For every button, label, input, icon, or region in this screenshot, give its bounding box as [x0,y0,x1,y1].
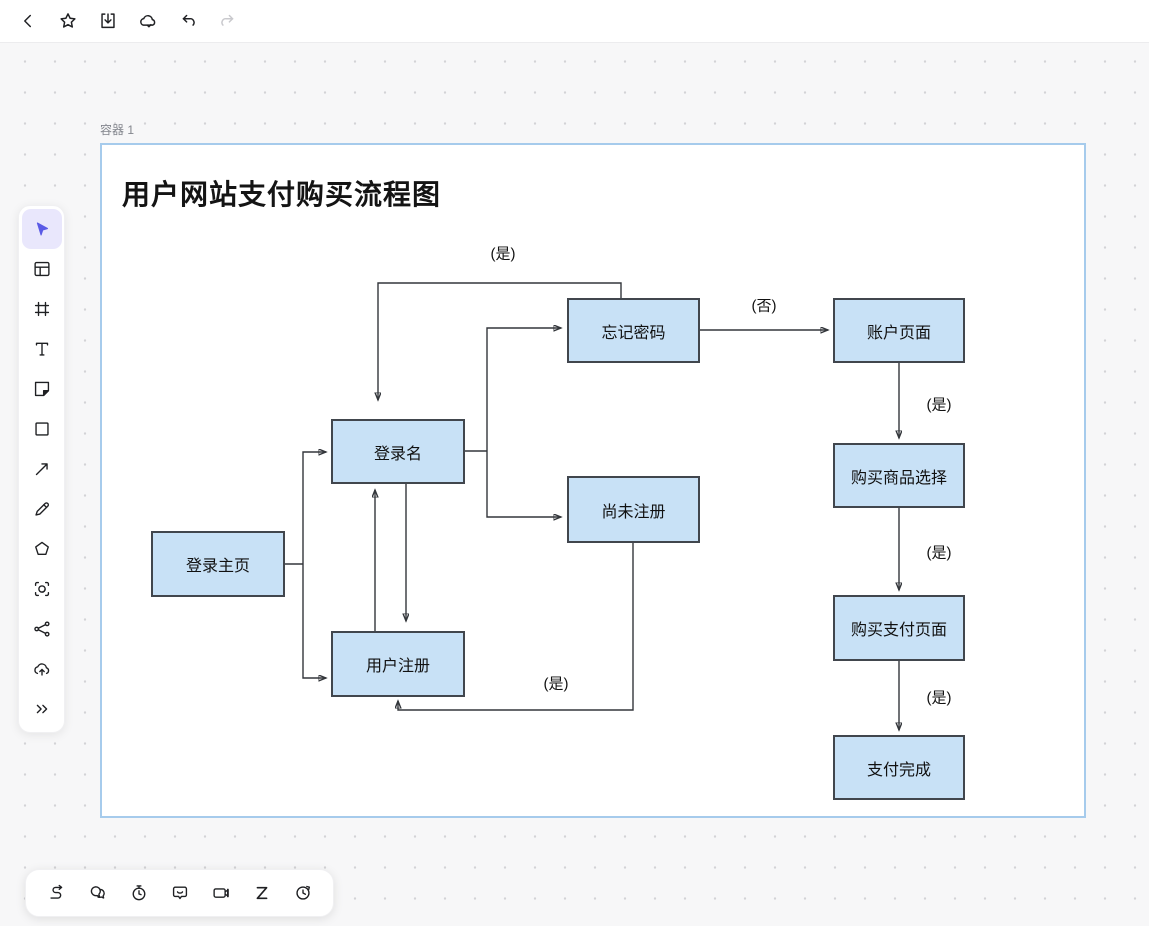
favorite-button[interactable] [48,1,88,41]
flow-node-payment-page[interactable]: 购买支付页面 [833,595,965,661]
cloud-sync-button[interactable] [128,1,168,41]
flow-node-forgot-password[interactable]: 忘记密码 [567,298,700,363]
shape-rectangle-icon [34,422,49,436]
capture-tool-button[interactable] [22,569,62,609]
pen-tool-button[interactable] [22,489,62,529]
frame-tool-button[interactable] [22,289,62,329]
edge-label-yes-account[interactable]: (是) [926,396,952,414]
save-download-icon [101,13,115,29]
letter-z-button[interactable] [243,873,281,913]
top-toolbar [0,0,1149,43]
feedback-button[interactable] [161,873,199,913]
back-icon [24,14,32,28]
flow-node-not-registered[interactable]: 尚未注册 [567,476,700,543]
arrow-tool-button[interactable] [22,449,62,489]
bottom-toolbar [25,869,334,917]
board-tool-button[interactable] [22,249,62,289]
redo-icon [221,14,234,26]
container-label[interactable]: 容器 1 [100,123,135,137]
redo-button[interactable] [208,1,248,41]
more-tools-button[interactable] [22,689,62,729]
shape-tool-button[interactable] [22,409,62,449]
flow-node-login-name[interactable]: 登录名 [331,419,465,484]
edge-label-yes-product[interactable]: (是) [926,544,952,562]
text-tool-button[interactable] [22,329,62,369]
undo-icon [182,14,195,26]
cloud-upload-tool-button[interactable] [22,649,62,689]
diagram-title[interactable]: 用户网站支付购买流程图 [122,179,442,210]
flow-connector-button[interactable] [38,873,76,913]
flow-node-user-register[interactable]: 用户注册 [331,631,465,697]
timer-icon [132,885,145,901]
cloud-sync-icon [140,14,156,28]
connector-icon [33,621,50,637]
save-button[interactable] [88,1,128,41]
comments-icon [90,886,105,899]
select-cursor-icon [36,222,48,236]
flow-node-account-page[interactable]: 账户页面 [833,298,965,363]
polygon-icon [34,541,49,556]
polygon-tool-button[interactable] [22,529,62,569]
capture-icon [34,581,49,597]
flow-connector-icon [49,884,62,899]
timer-button[interactable] [120,873,158,913]
video-record-icon [212,888,229,898]
select-tool-button[interactable] [21,209,62,249]
edge-label-yes-payment[interactable]: (是) [926,689,952,707]
board-icon [33,261,50,277]
flow-node-login-home[interactable]: 登录主页 [151,531,285,597]
comments-button[interactable] [79,873,117,913]
edge-label-no-right[interactable]: (否) [751,297,777,315]
flow-node-product-select[interactable]: 购买商品选择 [833,443,965,508]
frame-icon [34,301,49,317]
pen-icon [34,502,49,516]
undo-button[interactable] [168,1,208,41]
text-icon [35,342,48,356]
sticky-note-icon [34,381,49,397]
double-chevron-right-icon [36,704,47,714]
video-record-button[interactable] [202,873,240,913]
feedback-icon [172,886,187,900]
edge-label-yes-top[interactable]: (是) [490,245,516,263]
favorite-star-icon [60,13,76,28]
connector-tool-button[interactable] [22,609,62,649]
arrow-icon [35,463,48,476]
flow-node-payment-done[interactable]: 支付完成 [833,735,965,800]
left-toolbar [18,205,65,733]
back-button[interactable] [8,1,48,41]
sticky-note-tool-button[interactable] [22,369,62,409]
history-button[interactable] [284,873,322,913]
edge-label-yes-register[interactable]: (是) [543,675,569,693]
history-icon [295,885,310,900]
letter-z-icon [256,886,267,900]
cloud-upload-icon [33,663,49,676]
